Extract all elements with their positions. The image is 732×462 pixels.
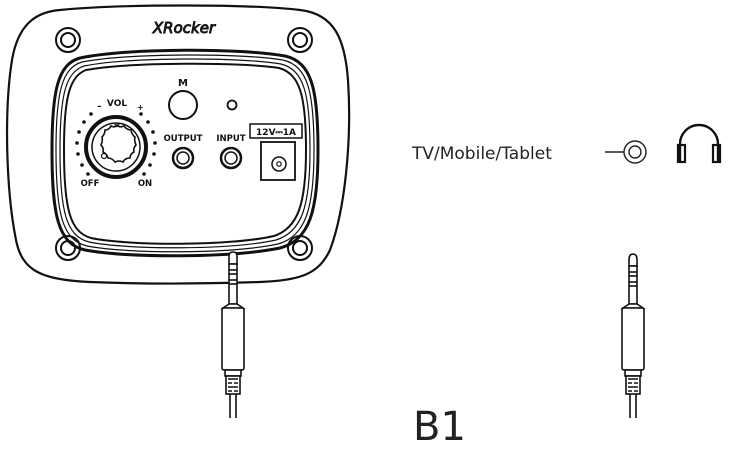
audio-jack-icon (605, 140, 647, 164)
screw-bottom-right (287, 235, 313, 261)
source-device-label: TV/Mobile/Tablet (411, 144, 552, 164)
audio-cable-left (220, 251, 246, 418)
output-jack[interactable] (171, 146, 195, 170)
volume-scale-dots (75, 112, 157, 176)
volume-plus-label: + (137, 103, 144, 112)
input-jack[interactable] (219, 146, 243, 170)
control-panel-housing (5, 4, 351, 285)
brand-logo: XRocker (152, 19, 216, 37)
screw-top-right (287, 27, 313, 53)
mode-button-label: M (178, 78, 188, 89)
screw-bottom-left (55, 235, 81, 261)
mode-button[interactable] (168, 90, 198, 120)
output-label: OUTPUT (164, 134, 203, 144)
volume-minus-label: – (97, 102, 102, 112)
off-label: OFF (81, 179, 100, 189)
input-label: INPUT (216, 134, 245, 144)
screw-top-left (55, 27, 81, 53)
power-rating-box: 12V⎓1A (249, 123, 303, 139)
headphones-icon (676, 123, 722, 164)
power-rating-label: 12V⎓1A (256, 128, 296, 138)
status-led (226, 99, 238, 111)
dc-power-port[interactable] (260, 141, 296, 181)
volume-label: VOL (107, 99, 127, 109)
audio-cable-right (620, 253, 646, 418)
on-label: ON (138, 179, 152, 189)
figure-label: B1 (413, 404, 466, 450)
volume-knob[interactable] (84, 115, 148, 179)
